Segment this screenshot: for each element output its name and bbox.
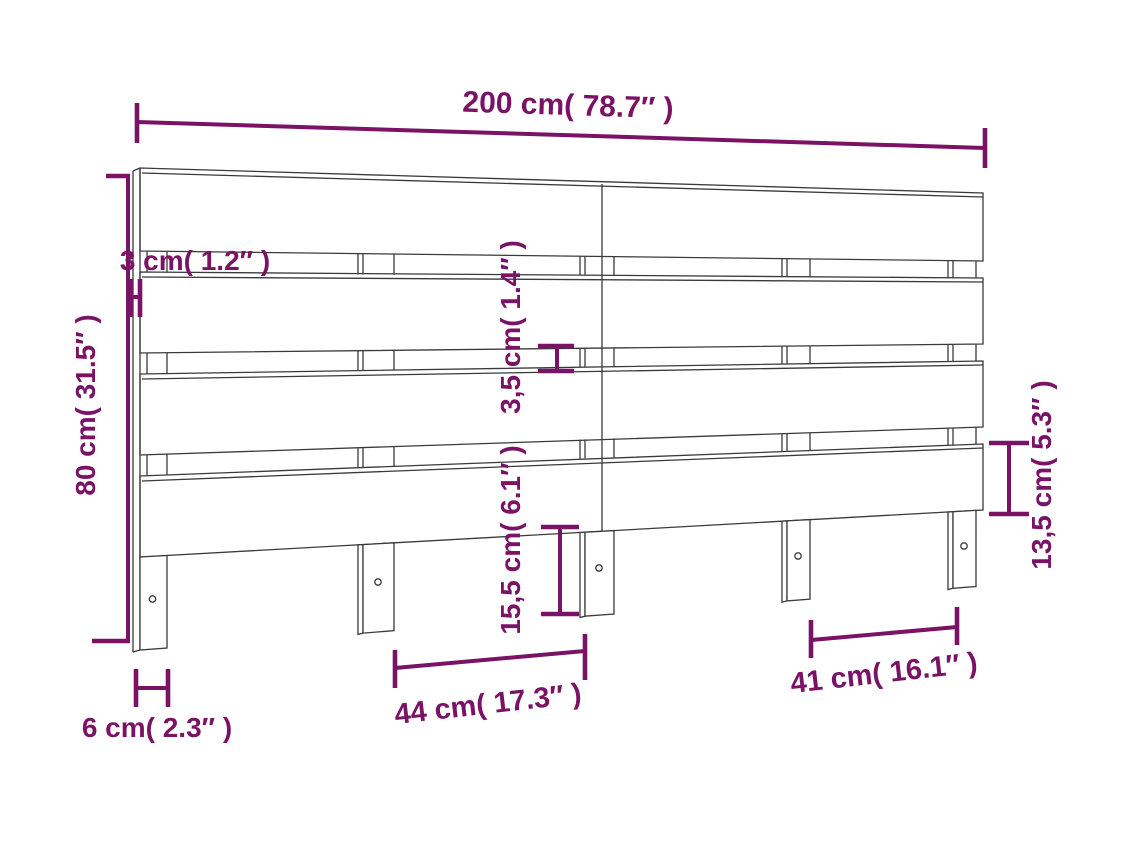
plank-third [139, 360, 984, 456]
dim-label-leg-width: 6 cm( 2.3″ ) [81, 712, 233, 743]
dim-label-slat-height: 13,5 cm( 5.3″ ) [1026, 380, 1057, 570]
dim-leg-length [541, 524, 579, 617]
headboard-drawing [132, 167, 984, 653]
dim-board-thickness [128, 279, 143, 317]
dim-slat-height [989, 440, 1029, 517]
dim-leg-width [133, 669, 171, 707]
screw-holes [148, 542, 968, 603]
legs [139, 509, 977, 651]
dim-label-leg-length: 15,5 cm( 6.1″ ) [495, 445, 526, 635]
dim-label-total-height: 80 cm( 31.5″ ) [70, 314, 101, 496]
dim-label-total-width: 200 cm( 78.7″ ) [461, 85, 675, 126]
dim-label-slat-gap: 3,5 cm( 1.4″ ) [495, 240, 526, 414]
dim-label-board-thickness: 3 cm( 1.2″ ) [119, 245, 271, 276]
dimension-lines [92, 103, 1029, 707]
dim-leg-spacing-right [808, 607, 960, 658]
dim-total-height [92, 173, 130, 644]
dim-leg-spacing-left [392, 634, 588, 688]
dim-total-width [134, 103, 988, 168]
dim-slat-gap [538, 343, 574, 374]
left-side-edge [132, 167, 141, 653]
plank-second [139, 271, 984, 354]
gap-battens [146, 251, 977, 476]
